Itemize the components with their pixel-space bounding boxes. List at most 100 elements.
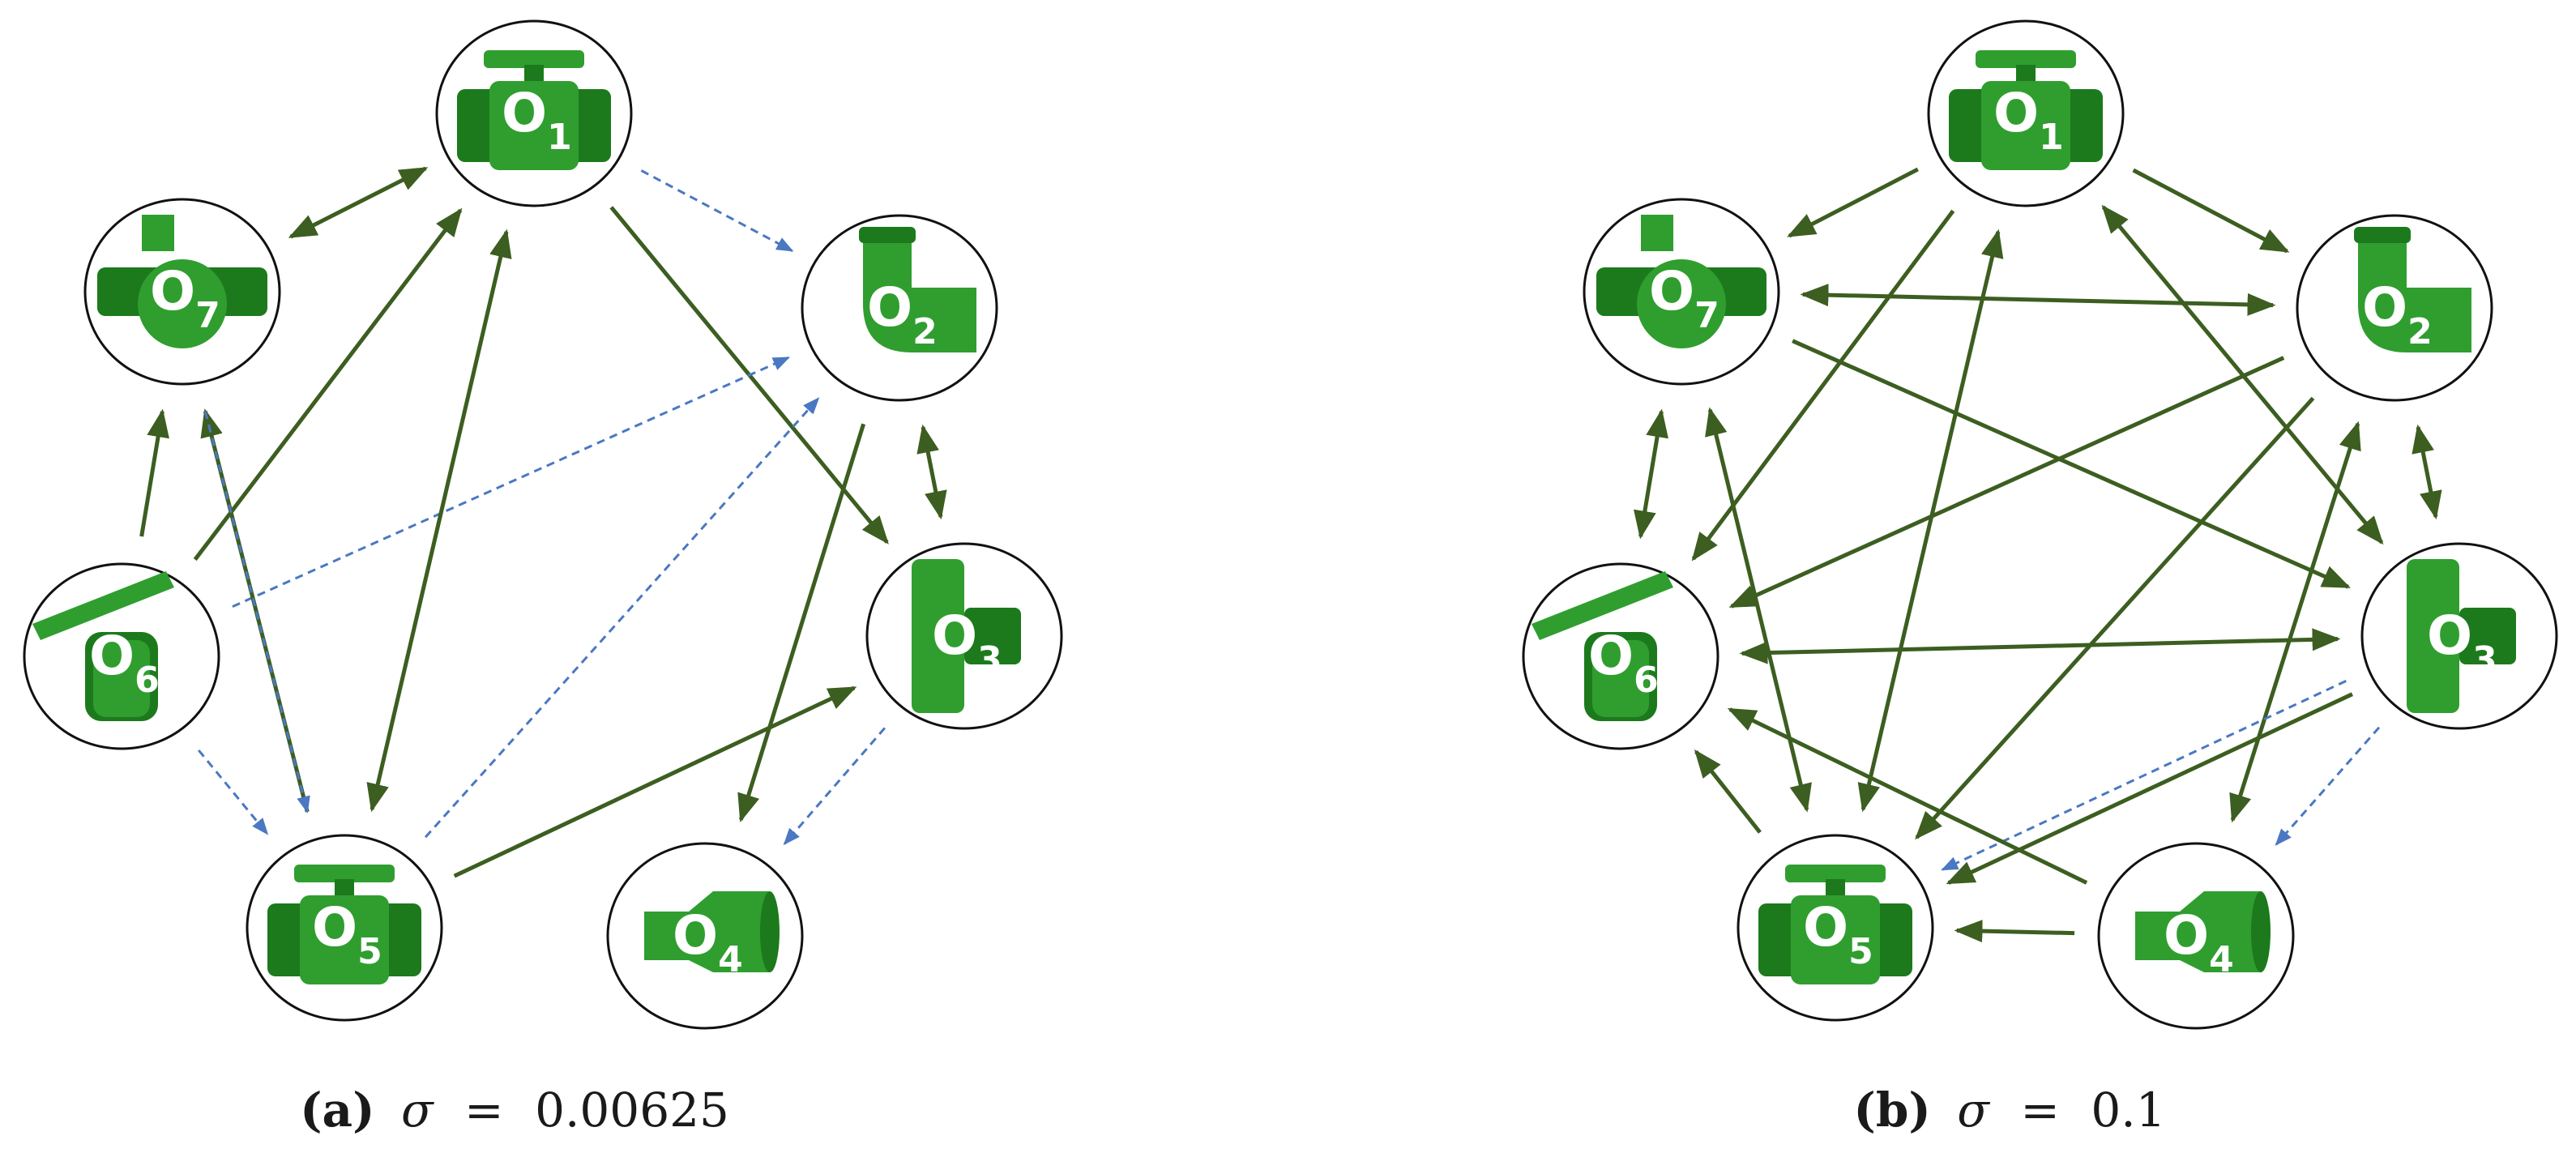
node-o3: O3 — [865, 542, 1063, 730]
edge-o6-o5 — [198, 749, 269, 835]
edge-o6-o7 — [139, 408, 169, 537]
edge-o7-o2 — [1800, 284, 2276, 316]
node-o7: O7 — [1583, 198, 1780, 386]
ball-valve-icon — [1949, 50, 2103, 170]
edge-o7-o3 — [1792, 339, 2352, 589]
node-o1: O1 — [1927, 19, 2125, 207]
node-subscript: 2 — [912, 311, 938, 352]
node-o6: O6 — [1522, 562, 1719, 750]
node-o7: O7 — [83, 198, 281, 386]
node-subscript: 5 — [1848, 931, 1873, 972]
edge-o3-o5 — [1946, 692, 2353, 885]
node-subscript: 1 — [547, 117, 572, 158]
node-letter: O — [502, 82, 547, 144]
node-letter: O — [932, 604, 977, 667]
three-way-valve-icon — [97, 215, 267, 348]
edge-o6-o2 — [232, 356, 791, 609]
node-label: O3 — [2427, 604, 2497, 681]
node-subscript: 4 — [718, 939, 743, 980]
node-o5: O5 — [246, 834, 443, 1022]
node-o5: O5 — [1737, 834, 1934, 1022]
node-letter: O — [312, 896, 357, 959]
node-label: O6 — [1588, 625, 1659, 701]
three-way-valve-icon — [1596, 215, 1766, 348]
node-letter: O — [1588, 625, 1634, 687]
edge-o2-o6 — [1728, 356, 2285, 609]
reducer-pipe-icon — [2135, 891, 2271, 972]
node-subscript: 6 — [1634, 660, 1659, 701]
edge-o1-o7 — [288, 166, 429, 239]
node-letter: O — [673, 904, 718, 967]
node-label: O4 — [673, 904, 743, 980]
edge-o3-o4 — [2275, 726, 2381, 846]
node-label: O4 — [2164, 904, 2234, 980]
edge-o2-o4 — [2229, 421, 2361, 823]
node-letter: O — [2164, 904, 2209, 967]
node-label: O5 — [312, 896, 382, 972]
node-letter: O — [1803, 896, 1848, 959]
edge-o7-o5 — [1705, 407, 1812, 813]
tee-pipe-icon — [912, 559, 1021, 713]
node-letter: O — [1993, 82, 2039, 144]
node-letter: O — [89, 625, 135, 687]
butterfly-valve-icon — [1532, 571, 1673, 721]
edge-o1-o2 — [2132, 168, 2290, 254]
edge-o1-o5 — [1857, 228, 2004, 813]
node-label: O1 — [502, 82, 572, 158]
caption-b: (b) σ = 0.1 — [1853, 1083, 2165, 1138]
ball-valve-icon — [457, 50, 611, 170]
node-label: O3 — [932, 604, 1002, 681]
node-subscript: 3 — [2472, 639, 2497, 681]
edge-o2-o4 — [737, 423, 866, 823]
node-subscript: 3 — [977, 639, 1002, 681]
node-label: O6 — [89, 625, 160, 701]
edge-o3-o4 — [783, 727, 886, 846]
node-subscript: 5 — [357, 931, 382, 972]
node-letter: O — [2427, 604, 2472, 667]
ball-valve-icon — [1758, 865, 1912, 984]
edge-o2-o5 — [1915, 396, 2315, 840]
node-subscript: 1 — [2039, 117, 2064, 158]
caption-value: 0.1 — [2091, 1083, 2165, 1138]
elbow-pipe-icon — [2354, 227, 2471, 352]
edge-o7-o6 — [1634, 408, 1668, 540]
node-subscript: 7 — [195, 295, 220, 336]
node-letter: O — [150, 260, 195, 322]
edge-o3-o5 — [1941, 680, 2347, 871]
edge-o5-o1 — [366, 228, 512, 813]
edge-o3-o6 — [1739, 628, 2341, 664]
node-o2: O2 — [2296, 214, 2493, 402]
edge-o1-o2 — [640, 169, 794, 252]
reducer-pipe-icon — [644, 891, 780, 972]
node-subscript: 2 — [2407, 311, 2433, 352]
caption-letter: (b) — [1853, 1083, 1930, 1138]
node-label: O7 — [1649, 260, 1719, 336]
edge-o7-o5 — [203, 411, 310, 814]
node-o4: O4 — [606, 842, 804, 1030]
node-subscript: 6 — [135, 660, 160, 701]
caption-value: 0.00625 — [535, 1083, 729, 1138]
edge-o5-o6 — [1694, 749, 1762, 834]
node-label: O2 — [867, 276, 938, 352]
node-o3: O3 — [2360, 542, 2558, 730]
caption-equals: = — [2020, 1083, 2060, 1138]
node-letter: O — [1649, 260, 1694, 322]
node-label: O1 — [1993, 82, 2064, 158]
node-letter: O — [867, 276, 912, 339]
node-o4: O4 — [2097, 842, 2295, 1030]
node-subscript: 7 — [1694, 295, 1719, 336]
node-label: O7 — [150, 260, 220, 336]
edge-layer — [139, 166, 947, 878]
edge-o5-o3 — [453, 685, 857, 878]
edge-o4-o6 — [1727, 707, 2088, 885]
node-o6: O6 — [23, 562, 220, 750]
ball-valve-icon — [267, 865, 421, 984]
elbow-pipe-icon — [859, 227, 976, 352]
node-o1: O1 — [435, 19, 633, 207]
edge-o5-o2 — [424, 397, 820, 839]
tee-pipe-icon — [2407, 559, 2516, 713]
